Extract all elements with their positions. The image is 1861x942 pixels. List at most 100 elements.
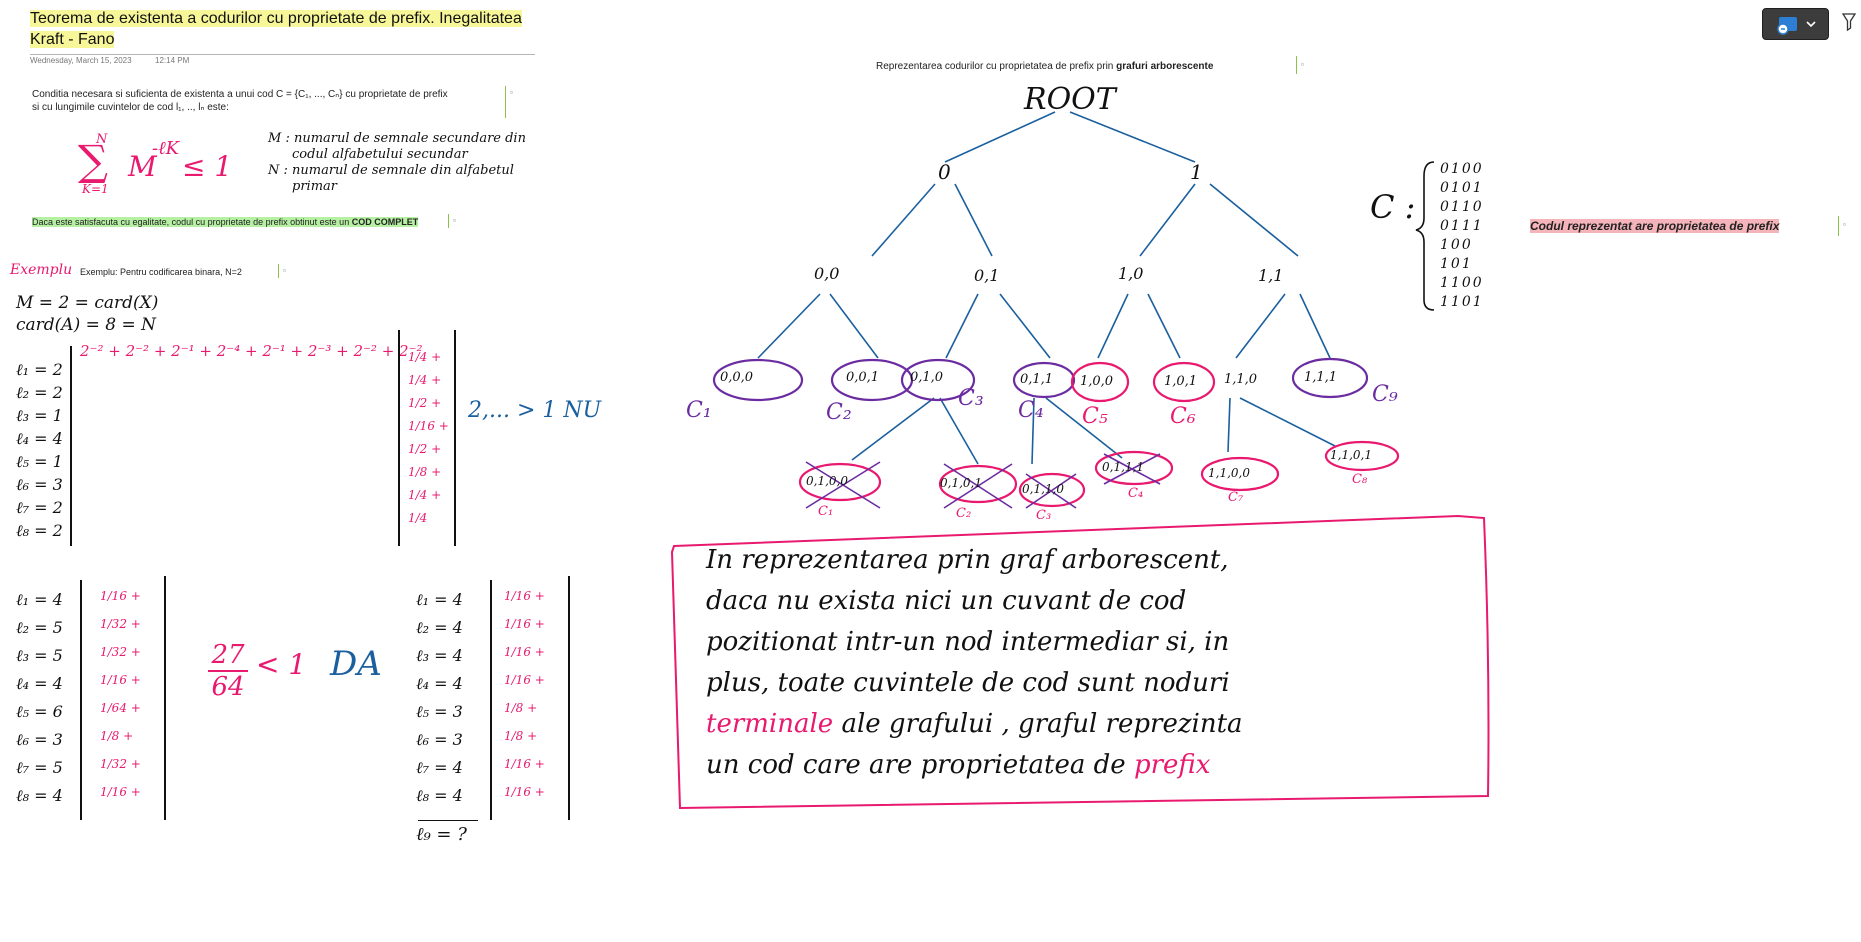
tree-title-anchor: ▫ xyxy=(1301,60,1304,69)
length-item: ℓ₄ = 4 xyxy=(416,674,463,693)
set2-numerator: 27 xyxy=(208,640,248,672)
length-item: ℓ₆ = 3 xyxy=(416,730,463,749)
tree-node: 0,1,0 xyxy=(910,370,944,385)
fraction-item: 1/4 xyxy=(408,511,428,525)
page-title[interactable]: Teorema de existenta a codurilor cu prop… xyxy=(30,10,522,48)
fraction-item: 1/16 + xyxy=(408,419,449,433)
fraction-item: 1/16 + xyxy=(100,589,141,603)
def-m-1: M : numarul de semnale secundare din xyxy=(268,131,526,146)
note-line-4: plus, toate cuvintele de cod sunt noduri xyxy=(706,668,1230,698)
example-text: Exemplu: Pentru codificarea binara, N=2 xyxy=(80,267,242,277)
condition-line-1: Conditia necesara si suficienta de exist… xyxy=(32,89,448,100)
length-item: ℓ₁ = 4 xyxy=(416,590,463,609)
length-item: ℓ₄ = 4 xyxy=(16,429,63,448)
set1-result: 2,... > 1 NU xyxy=(468,398,602,423)
formula-rel: ≤ 1 xyxy=(182,150,233,183)
page-date: Wednesday, March 15, 2023 xyxy=(30,56,132,65)
tree-node: 0,0 xyxy=(814,264,840,283)
set2-fracs: 1/16 +1/32 +1/32 +1/16 +1/64 +1/8 +1/32 … xyxy=(100,582,141,806)
example-marker xyxy=(278,264,279,278)
tree-node: 0,1,1,0 xyxy=(1022,482,1064,496)
card-equation: card(A) = 8 = N xyxy=(16,315,157,335)
fraction-item: 1/32 + xyxy=(100,757,141,771)
prefix-anchor: ▫ xyxy=(1843,220,1846,229)
tree-node: 0,1,1 xyxy=(1020,372,1054,387)
tree-node: 0,1,0,0 xyxy=(806,474,848,488)
length-item: ℓ₅ = 1 xyxy=(16,452,63,471)
note-line-6: un cod care are proprietatea de prefix xyxy=(706,745,1466,786)
def-n-1: N : numarul de semnale din alfabetul xyxy=(268,163,514,178)
set2-denominator: 64 xyxy=(211,672,245,702)
note-text: In reprezentarea prin graf arborescent, … xyxy=(706,540,1466,786)
length-item: ℓ₄ = 4 xyxy=(16,674,63,693)
set1-bar-mid xyxy=(398,330,400,546)
length-item: ℓ₂ = 5 xyxy=(16,618,63,637)
prefix-property-text: Codul reprezentat are proprietatea de pr… xyxy=(1530,219,1780,233)
fraction-item: 1/64 + xyxy=(100,701,141,715)
length-item: ℓ₈ = 2 xyxy=(16,521,63,540)
tree-node: 0,1,1,1 xyxy=(1102,460,1144,474)
filter-icon[interactable] xyxy=(1842,12,1856,32)
length-item: ℓ₇ = 5 xyxy=(16,758,63,777)
tree-node-label: C₉ xyxy=(1372,382,1398,407)
immersive-reader-icon xyxy=(1777,17,1816,35)
code-word: 101 xyxy=(1440,256,1473,272)
code-word: 0110 xyxy=(1440,199,1484,215)
fraction-item: 1/8 + xyxy=(408,465,442,479)
fraction-item: 1/16 + xyxy=(504,589,545,603)
code-word: 1100 xyxy=(1440,275,1484,291)
immersive-reader-button[interactable] xyxy=(1762,8,1829,40)
code-word: 0111 xyxy=(1440,218,1484,234)
set2-fraction: 27 64 xyxy=(208,640,248,702)
note-prefix-word: prefix xyxy=(1133,750,1211,780)
formula-definitions: M : numarul de semnale secundare din cod… xyxy=(268,131,568,195)
tree-node: 0,1 xyxy=(974,266,1000,285)
set2-bar-left xyxy=(80,580,82,820)
length-item: ℓ₇ = 4 xyxy=(416,758,463,777)
length-item: ℓ₃ = 5 xyxy=(16,646,63,665)
tree-edges xyxy=(757,111,1336,465)
tree-node: 1 xyxy=(1190,160,1203,184)
tree-root: ROOT xyxy=(1024,82,1116,117)
fraction-item: 1/32 + xyxy=(100,617,141,631)
length-item: ℓ₆ = 3 xyxy=(16,730,63,749)
tree-crossouts xyxy=(805,453,1161,509)
code-word: 1101 xyxy=(1440,294,1484,310)
tree-ovals xyxy=(712,357,1400,508)
note-line-5: terminale ale grafului , graful reprezin… xyxy=(706,704,1466,745)
tree-node-label: C₃ xyxy=(958,386,984,411)
tree-node-label: C₄ xyxy=(1018,398,1044,423)
prefix-marker xyxy=(1838,216,1839,236)
fraction-item: 1/2 + xyxy=(408,396,442,410)
tree-node-label: C₁ xyxy=(818,504,834,519)
tree-node: 1,1,0,1 xyxy=(1330,448,1372,462)
fraction-item: 1/32 + xyxy=(100,645,141,659)
tree-node-label: C₅ xyxy=(1082,404,1108,429)
complete-code-text: Daca este satisfacuta cu egalitate, codu… xyxy=(32,217,352,227)
prefix-property: Codul reprezentat are proprietatea de pr… xyxy=(1530,219,1780,233)
length-item: ℓ₇ = 2 xyxy=(16,498,63,517)
set1-fracs: 1/4 +1/4 +1/2 +1/16 +1/2 +1/8 +1/4 +1/4 xyxy=(408,346,449,530)
fraction-item: 1/16 + xyxy=(100,785,141,799)
length-item: ℓ₈ = 4 xyxy=(16,786,63,805)
tree-node: 1,0,0 xyxy=(1080,374,1114,389)
complete-anchor: ▫ xyxy=(453,216,456,225)
set3-underline xyxy=(418,820,478,821)
tree-title-text: Reprezentarea codurilor cu proprietatea … xyxy=(876,61,1117,72)
note-terminal-word: terminale xyxy=(706,709,834,739)
fraction-item: 1/8 + xyxy=(504,729,538,743)
fraction-item: 1/4 + xyxy=(408,373,442,387)
note-line-3: pozitionat intr-un nod intermediar si, i… xyxy=(706,627,1230,657)
length-item: ℓ₆ = 3 xyxy=(16,475,63,494)
fraction-item: 1/16 + xyxy=(504,617,545,631)
note-line-2: daca nu exista nici un cuvant de cod xyxy=(706,586,1187,616)
note-line-5-rest: ale grafului , graful reprezinta xyxy=(833,709,1243,739)
tree-node-label: C₃ xyxy=(1036,508,1052,523)
note-line-6-text: un cod care are proprietatea de xyxy=(706,750,1134,780)
length-item: ℓ₁ = 4 xyxy=(16,590,63,609)
code-word: 0100 xyxy=(1440,161,1484,177)
paragraph-marker xyxy=(505,86,506,118)
tree-node-label: C₂ xyxy=(956,506,972,521)
set3-bar-right xyxy=(568,576,570,820)
